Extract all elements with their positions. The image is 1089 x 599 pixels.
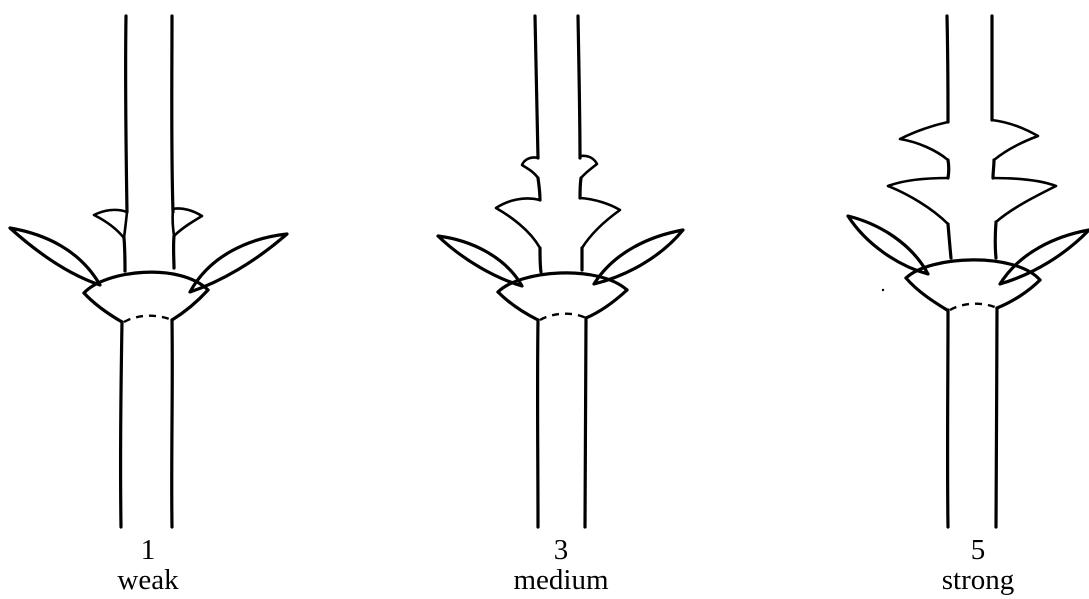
caption-value: 3 xyxy=(481,535,641,565)
collar-left-side xyxy=(498,292,538,320)
top-stipule-right xyxy=(992,120,1038,160)
second-stipule-left xyxy=(888,178,948,224)
caption-weak: 1 weak xyxy=(68,535,228,595)
caption-label: medium xyxy=(481,565,641,595)
upper-internode-left-line xyxy=(538,178,540,200)
internode-2-right-line xyxy=(995,222,996,258)
upper-small-stipule-right xyxy=(580,156,597,178)
caption-strong: 5 strong xyxy=(898,535,1058,595)
upper-internode-right-line xyxy=(580,178,581,198)
collar-top xyxy=(498,273,627,292)
upper-stem-right-line xyxy=(172,16,173,212)
caption-value: 5 xyxy=(898,535,1058,565)
upper-stem-right-line xyxy=(578,16,580,158)
caption-label: strong xyxy=(898,565,1058,595)
top-stipule-left xyxy=(900,122,948,160)
panel-medium-drawing xyxy=(438,16,683,527)
large-leaf-right xyxy=(594,230,683,284)
large-leaf-right xyxy=(1000,230,1089,284)
middle-stem-left-line xyxy=(124,238,125,271)
large-leaf-left xyxy=(848,216,928,274)
internode-1-left-line xyxy=(948,160,949,178)
medium-stipule-right xyxy=(580,198,620,248)
internode-2-left-line xyxy=(948,224,951,258)
small-stipule-right xyxy=(173,208,202,236)
lower-stem-left-line xyxy=(121,322,122,527)
collar-left-side xyxy=(84,293,122,322)
internode-1-right-line xyxy=(993,160,994,178)
caption-value: 1 xyxy=(68,535,228,565)
second-stipule-right xyxy=(993,178,1056,222)
middle-stem-left-line xyxy=(540,248,541,272)
large-leaf-right xyxy=(190,234,287,292)
stray-ink-dot xyxy=(882,289,884,291)
large-leaf-left xyxy=(10,228,100,285)
panel-weak-drawing xyxy=(10,16,287,527)
collar-right-side xyxy=(586,290,627,318)
collar-bottom-dashed xyxy=(124,316,172,322)
small-stipule-left xyxy=(94,210,127,238)
upper-stem-left-line xyxy=(126,16,127,212)
upper-stem-left-line xyxy=(947,16,948,122)
upper-small-stipule-left xyxy=(522,157,538,178)
panel-strong-drawing xyxy=(848,16,1089,527)
collar-bottom-dashed xyxy=(950,304,997,310)
lower-stem-right-line xyxy=(585,318,586,527)
caption-label: weak xyxy=(68,565,228,595)
lower-stem-right-line xyxy=(172,320,173,527)
collar-bottom-dashed xyxy=(540,314,586,320)
large-leaf-left xyxy=(438,236,522,286)
medium-stipule-left xyxy=(496,198,540,248)
caption-medium: 3 medium xyxy=(481,535,641,595)
collar-left-side xyxy=(906,278,947,310)
upper-stem-left-line xyxy=(535,16,538,158)
lower-stem-right-line xyxy=(996,308,997,527)
collar-right-side xyxy=(172,290,208,320)
